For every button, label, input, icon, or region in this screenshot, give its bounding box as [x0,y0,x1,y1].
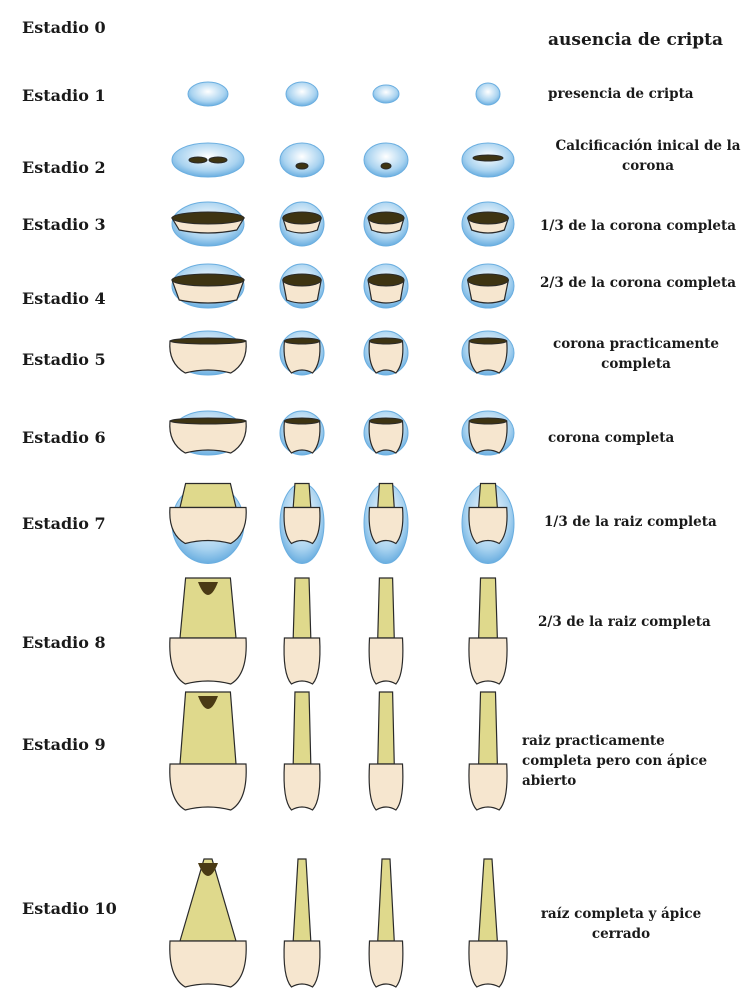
canine-root-third-icon [341,481,431,566]
incisor-calcification-icon [443,130,533,190]
premolar-root-two-thirds-icon [257,572,347,692]
incisor-root-third-icon [443,481,533,566]
incisor-root-two-thirds-icon [443,572,533,692]
premolar-crown-two-thirds-icon [257,256,347,316]
incisor-closed-apex-icon [443,855,533,995]
stage-label: Estadio 5 [22,350,106,369]
canine-crown-almost-icon [341,323,431,383]
stage-label: Estadio 4 [22,289,106,308]
canine-closed-apex-icon [341,855,431,995]
stage-description: corona completa [548,428,748,448]
stage-description: 1/3 de la corona completa [540,216,756,236]
premolar-crown-third-icon [257,194,347,254]
stage-description: presencia de cripta [548,84,748,104]
canine-crown-third-icon [341,194,431,254]
stage-label: Estadio 8 [22,633,106,652]
incisor-open-apex-icon [443,688,533,818]
stage-label: Estadio 3 [22,215,106,234]
canine-crown-two-thirds-icon [341,256,431,316]
premolar-calcification-icon [257,130,347,190]
molar-root-two-thirds-icon [163,572,253,692]
stage-description: ausencia de cripta [548,30,748,50]
incisor-crown-two-thirds-icon [443,256,533,316]
molar-crown-complete-icon [163,403,253,463]
canine-crypt-icon [341,64,431,124]
stage-label: Estadio 9 [22,735,106,754]
premolar-root-third-icon [257,481,347,566]
stage-label: Estadio 6 [22,428,106,447]
molar-crown-third-icon [163,194,253,254]
premolar-crypt-icon [257,64,347,124]
molar-open-apex-icon [163,688,253,818]
molar-crown-two-thirds-icon [163,256,253,316]
stage-label: Estadio 0 [22,18,106,37]
stage-description: corona practicamentecompleta [536,334,736,374]
stage-label: Estadio 7 [22,514,106,533]
canine-root-two-thirds-icon [341,572,431,692]
incisor-crown-third-icon [443,194,533,254]
stage-description: Calcificación inical de lacorona [540,136,756,176]
canine-open-apex-icon [341,688,431,818]
molar-crown-almost-icon [163,323,253,383]
stage-description: 2/3 de la corona completa [540,273,756,293]
stage-description: raíz completa y ápicecerrado [516,904,726,944]
canine-calcification-icon [341,130,431,190]
canine-crown-complete-icon [341,403,431,463]
premolar-crown-almost-icon [257,323,347,383]
stage-description: 2/3 de la raiz completa [538,612,748,632]
molar-calcification-icon [163,130,253,190]
premolar-crown-complete-icon [257,403,347,463]
stage-label: Estadio 10 [22,899,117,918]
stage-label: Estadio 1 [22,86,106,105]
premolar-open-apex-icon [257,688,347,818]
incisor-crypt-icon [443,64,533,124]
molar-closed-apex-icon [163,855,253,995]
incisor-crown-complete-icon [443,403,533,463]
stage-description: 1/3 de la raiz completa [544,512,756,532]
incisor-crown-almost-icon [443,323,533,383]
molar-root-third-icon [163,481,253,566]
stage-label: Estadio 2 [22,158,106,177]
stage-description: raiz practicamentecompleta pero con ápic… [522,731,732,791]
premolar-closed-apex-icon [257,855,347,995]
molar-crypt-icon [163,64,253,124]
